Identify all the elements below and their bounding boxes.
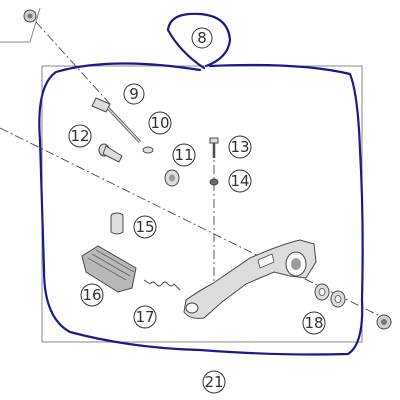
callout-21-label: 21 xyxy=(204,373,223,391)
callout-18-label: 18 xyxy=(304,314,323,332)
outer-nut-part xyxy=(376,314,392,330)
callout-12-label: 12 xyxy=(70,127,89,145)
callout-21: 21 xyxy=(202,370,226,394)
washer-part xyxy=(142,146,154,154)
callout-18: 18 xyxy=(302,311,326,335)
bracket-part xyxy=(183,239,317,319)
callout-17-label: 17 xyxy=(135,308,154,326)
callout-14-label: 14 xyxy=(230,172,249,190)
callout-8-label: 8 xyxy=(197,29,207,47)
screw-part xyxy=(91,97,142,144)
bearing-part xyxy=(314,283,346,308)
bushing-part xyxy=(110,212,124,235)
hand-drawn-highlight xyxy=(38,12,364,356)
callout-9-label: 9 xyxy=(129,85,139,103)
callout-15-label: 15 xyxy=(135,218,154,236)
callout-15: 15 xyxy=(133,215,157,239)
footpeg-part xyxy=(81,245,137,293)
callout-8: 8 xyxy=(191,27,213,49)
bolt-part xyxy=(209,137,219,158)
callout-12: 12 xyxy=(68,124,92,148)
spring-part xyxy=(143,279,181,291)
callout-17: 17 xyxy=(133,305,157,329)
small-nut-part xyxy=(209,178,219,186)
center-lines xyxy=(0,21,393,323)
callout-10-label: 10 xyxy=(150,114,169,132)
callout-10: 10 xyxy=(148,111,172,135)
callout-14: 14 xyxy=(228,169,252,193)
callout-16: 16 xyxy=(80,283,104,307)
adjacent-frame xyxy=(0,7,41,43)
callout-13-label: 13 xyxy=(230,138,249,156)
callout-16-label: 16 xyxy=(82,286,101,304)
nut-part xyxy=(164,169,180,187)
callout-13: 13 xyxy=(228,135,252,159)
callout-11: 11 xyxy=(172,143,196,167)
callout-9: 9 xyxy=(123,83,145,105)
pin-part xyxy=(98,143,123,163)
callout-11-label: 11 xyxy=(174,146,193,164)
